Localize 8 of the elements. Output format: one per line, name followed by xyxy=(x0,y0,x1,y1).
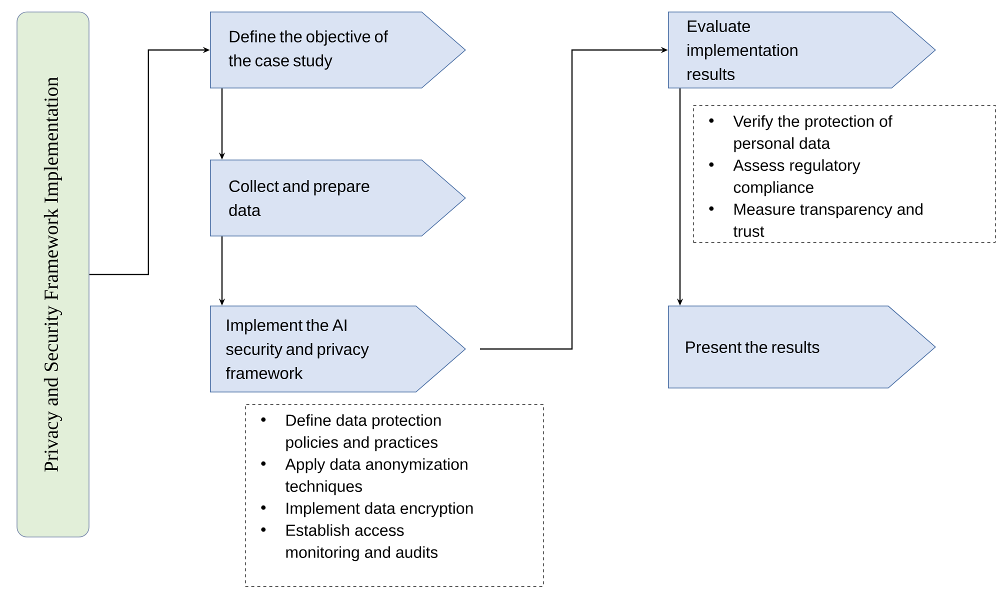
step-arrow-box: Collect and prepare data xyxy=(210,160,466,236)
bullet-list-box: Define data protection policies and practices Apply data anonymization techniques Implement data encryption Establish access monitoring and audits xyxy=(245,404,544,587)
step-arrow-box: Define the objective of the case study xyxy=(210,12,466,88)
step-arrow-box: Present the results xyxy=(668,306,936,388)
step-arrow-box: Implement the AI security and privacy framework xyxy=(210,306,466,392)
bullet-list-box: Verify the protection of personal data Assess regulatory compliance Measure transparency and trust xyxy=(693,105,996,243)
step-arrow-box: Evaluate implementation results xyxy=(668,12,936,88)
framework-box: Privacy and Security Framework Implementation xyxy=(16,12,90,538)
